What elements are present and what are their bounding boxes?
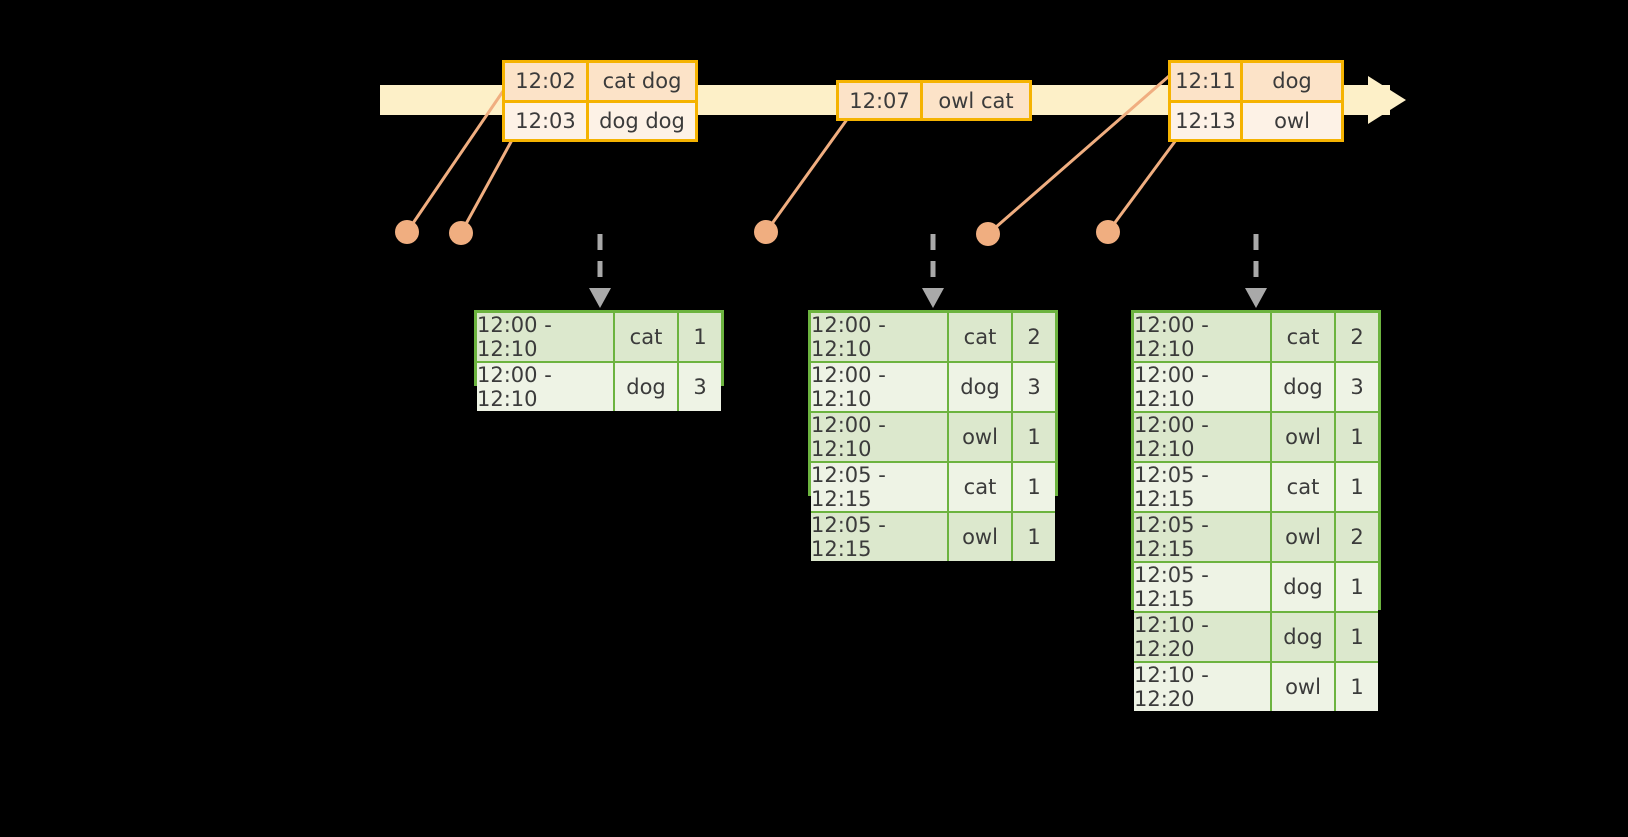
event-dot-2 [449, 221, 473, 245]
dashed-arrowhead-1 [589, 288, 611, 308]
event-box-2: 12:07 owl cat [836, 80, 1032, 121]
cell-key: cat [949, 313, 1013, 361]
cell-window: 12:00 - 12:10 [1134, 313, 1272, 361]
cell-count: 3 [679, 363, 721, 411]
cell-count: 2 [1013, 313, 1055, 361]
cell-window: 12:10 - 12:20 [1134, 663, 1272, 711]
cell-window: 12:00 - 12:10 [1134, 413, 1272, 461]
event-words: owl cat [923, 83, 1029, 118]
event-time: 12:02 [505, 63, 589, 100]
leader-line-5 [1106, 139, 1178, 233]
cell-key: dog [1272, 363, 1336, 411]
cell-count: 3 [1013, 363, 1055, 411]
cell-count: 1 [1013, 413, 1055, 461]
cell-window: 12:05 - 12:15 [811, 513, 949, 561]
event-words: dog dog [589, 102, 695, 139]
leader-line-2 [459, 139, 514, 234]
leader-line-3 [764, 117, 850, 233]
cell-window: 12:00 - 12:10 [477, 363, 615, 411]
dashed-arrowhead-2 [922, 288, 944, 308]
event-box-1: 12:02 cat dog 12:03 dog dog [502, 60, 698, 142]
cell-count: 1 [1336, 413, 1378, 461]
event-time: 12:13 [1171, 102, 1243, 139]
cell-count: 1 [1013, 463, 1055, 511]
cell-key: owl [1272, 413, 1336, 461]
cell-key: owl [949, 413, 1013, 461]
event-dot-4 [976, 222, 1000, 246]
cell-count: 1 [1336, 663, 1378, 711]
cell-window: 12:05 - 12:15 [811, 463, 949, 511]
cell-key: dog [1272, 563, 1336, 611]
cell-window: 12:05 - 12:15 [1134, 513, 1272, 561]
cell-key: owl [949, 513, 1013, 561]
cell-key: dog [1272, 613, 1336, 661]
cell-window: 12:00 - 12:10 [1134, 363, 1272, 411]
cell-count: 2 [1336, 513, 1378, 561]
cell-key: cat [1272, 463, 1336, 511]
cell-count: 3 [1336, 363, 1378, 411]
event-time: 12:11 [1171, 63, 1243, 100]
event-words: cat dog [589, 63, 695, 100]
cell-window: 12:00 - 12:10 [811, 313, 949, 361]
event-row: 12:02 cat dog [505, 63, 695, 100]
event-words: dog [1243, 63, 1341, 100]
cell-window: 12:00 - 12:10 [477, 313, 615, 361]
cell-count: 1 [1336, 463, 1378, 511]
event-words: owl [1243, 102, 1341, 139]
cell-window: 12:00 - 12:10 [811, 413, 949, 461]
cell-key: dog [615, 363, 679, 411]
timeline-arrowhead-icon [1368, 76, 1406, 124]
event-row: 12:11 dog [1171, 63, 1341, 100]
cell-window: 12:00 - 12:10 [811, 363, 949, 411]
cell-window: 12:05 - 12:15 [1134, 563, 1272, 611]
cell-key: cat [1272, 313, 1336, 361]
cell-count: 1 [1336, 613, 1378, 661]
event-row: 12:07 owl cat [839, 83, 1029, 118]
cell-window: 12:05 - 12:15 [1134, 463, 1272, 511]
event-time: 12:03 [505, 102, 589, 139]
event-time: 12:07 [839, 83, 923, 118]
cell-key: dog [949, 363, 1013, 411]
cell-window: 12:10 - 12:20 [1134, 613, 1272, 661]
cell-key: cat [949, 463, 1013, 511]
cell-count: 1 [1013, 513, 1055, 561]
event-dot-5 [1096, 220, 1120, 244]
cell-key: cat [615, 313, 679, 361]
event-row: 12:03 dog dog [505, 99, 695, 139]
cell-count: 1 [1336, 563, 1378, 611]
event-box-3: 12:11 dog 12:13 owl [1168, 60, 1344, 142]
dashed-arrowhead-3 [1245, 288, 1267, 308]
event-dot-3 [754, 220, 778, 244]
event-dot-1 [395, 220, 419, 244]
event-row: 12:13 owl [1171, 99, 1341, 139]
cell-count: 1 [679, 313, 721, 361]
cell-key: owl [1272, 513, 1336, 561]
cell-count: 2 [1336, 313, 1378, 361]
cell-key: owl [1272, 663, 1336, 711]
